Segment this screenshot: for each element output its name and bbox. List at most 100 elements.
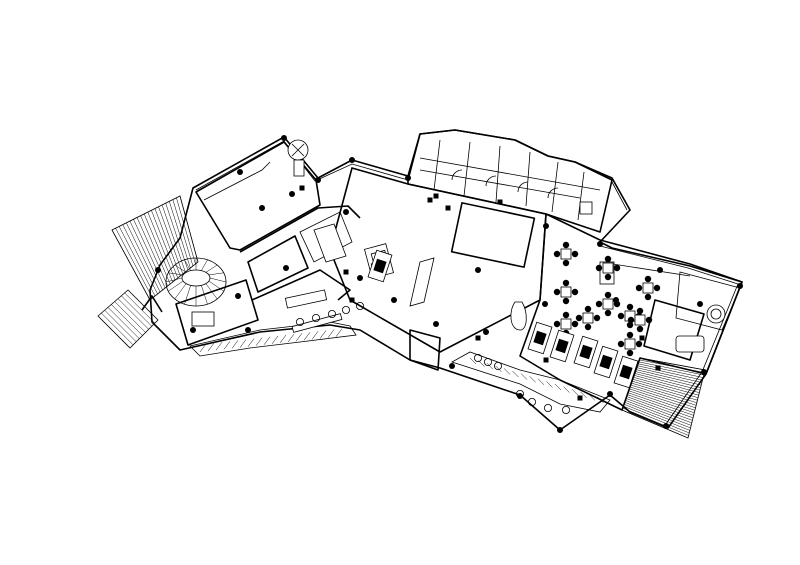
planter bbox=[516, 389, 525, 398]
stair-tread bbox=[208, 272, 224, 276]
deck-board bbox=[111, 229, 151, 301]
desk bbox=[191, 311, 215, 327]
coffee-table bbox=[599, 354, 613, 370]
dining-chair bbox=[613, 264, 621, 272]
step-tread bbox=[121, 295, 152, 327]
paving-mark bbox=[239, 339, 247, 348]
deck-board bbox=[126, 222, 161, 293]
dining-chair bbox=[571, 288, 579, 296]
stair-tread bbox=[165, 277, 183, 283]
column bbox=[607, 391, 613, 397]
dining-chair bbox=[644, 275, 652, 283]
deck-board bbox=[636, 367, 702, 383]
deck-board bbox=[129, 220, 163, 291]
column-square bbox=[427, 197, 433, 203]
planter bbox=[327, 309, 336, 318]
planter bbox=[544, 403, 553, 412]
paving-mark bbox=[537, 378, 545, 385]
stair-tread bbox=[201, 259, 208, 271]
planter bbox=[355, 301, 364, 310]
stair-tread bbox=[174, 283, 187, 300]
column-square bbox=[475, 335, 481, 341]
deck-board bbox=[637, 363, 704, 378]
paving-mark bbox=[486, 363, 494, 370]
dining-chair bbox=[617, 312, 625, 320]
dining-chair bbox=[604, 291, 612, 299]
column bbox=[237, 169, 243, 175]
paving-mark bbox=[563, 386, 570, 393]
paving-mark bbox=[571, 389, 579, 396]
column-square bbox=[655, 365, 661, 371]
paving-mark bbox=[231, 340, 239, 349]
paving-mark bbox=[503, 368, 511, 375]
dining-chair bbox=[562, 297, 570, 305]
dining-chair bbox=[636, 307, 644, 315]
planter-bench bbox=[291, 313, 343, 333]
dining-table bbox=[582, 312, 594, 324]
dining-table bbox=[624, 338, 636, 350]
dining-chair bbox=[627, 316, 635, 324]
planter bbox=[483, 357, 492, 366]
deck-board bbox=[625, 400, 692, 426]
column bbox=[245, 327, 251, 333]
dining-chair bbox=[604, 255, 612, 263]
deck-board bbox=[629, 388, 696, 411]
dining-chair bbox=[626, 331, 634, 339]
column bbox=[357, 275, 363, 281]
dining-table bbox=[560, 248, 572, 260]
column bbox=[737, 283, 743, 289]
deck-board bbox=[633, 377, 699, 396]
coffee-table bbox=[579, 344, 593, 360]
dining-table bbox=[560, 318, 572, 330]
column-square bbox=[445, 205, 451, 211]
paving-mark bbox=[207, 342, 215, 352]
paving-mark bbox=[279, 334, 287, 344]
paving-mark bbox=[255, 337, 263, 346]
paving-mark bbox=[580, 391, 587, 398]
dining-table bbox=[602, 298, 614, 310]
deck-board bbox=[147, 212, 176, 281]
step-tread bbox=[104, 310, 137, 342]
paving-mark bbox=[520, 373, 528, 380]
stair-tread bbox=[201, 285, 208, 305]
west-wing bbox=[175, 141, 361, 346]
entrance-canopy bbox=[409, 329, 441, 371]
deck-board bbox=[133, 219, 166, 289]
paving-mark bbox=[247, 338, 255, 347]
dining-chair bbox=[635, 284, 643, 292]
deck-board bbox=[136, 217, 168, 287]
column-square bbox=[577, 395, 583, 401]
stair-tread bbox=[168, 280, 184, 292]
column-square bbox=[497, 199, 503, 205]
step-tread bbox=[127, 289, 159, 321]
coffee-table bbox=[373, 258, 387, 274]
deck-board bbox=[623, 405, 690, 434]
paving-mark bbox=[287, 333, 295, 343]
deck-board bbox=[631, 382, 697, 403]
column bbox=[281, 135, 287, 141]
column bbox=[391, 297, 397, 303]
west-deck-hatch bbox=[111, 195, 199, 301]
coffee-table bbox=[619, 364, 633, 380]
spiral-staircase bbox=[165, 257, 227, 307]
deck-board bbox=[122, 224, 158, 295]
paving-mark bbox=[215, 342, 223, 351]
dining-chair bbox=[571, 250, 579, 258]
dining-chair bbox=[571, 320, 579, 328]
stair-tread bbox=[205, 283, 218, 300]
deck-board bbox=[633, 375, 700, 393]
dining-chair bbox=[635, 340, 643, 348]
paving-mark bbox=[529, 376, 536, 383]
dining-chair bbox=[562, 259, 570, 267]
column bbox=[315, 177, 321, 183]
column-square bbox=[433, 193, 439, 199]
column-square bbox=[349, 297, 355, 303]
paving-mark bbox=[271, 335, 279, 345]
deck-board bbox=[628, 390, 695, 414]
step-tread bbox=[124, 292, 156, 324]
deck-board bbox=[629, 386, 696, 409]
sculpture bbox=[510, 301, 527, 331]
planter bbox=[562, 405, 571, 414]
coffee-table bbox=[555, 338, 569, 354]
